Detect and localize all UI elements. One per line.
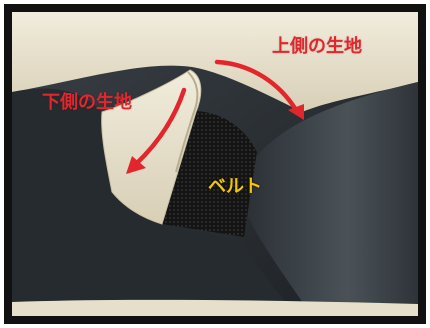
seat-photo [12,12,418,316]
arrow-upper-icon [214,59,304,120]
fabric-edge [175,71,199,173]
belt-label: ベルト [208,176,262,197]
photo-frame: 上側の生地 下側の生地 ベルト [4,4,426,324]
upper-fabric-label: 上側の生地 [272,36,362,57]
dark-seat-panel-right [242,82,418,316]
bottom-leather-strip [12,299,418,316]
dark-seat-cushion-left [12,88,302,316]
arrow-lower-icon [126,87,187,174]
lower-fabric-label: 下側の生地 [42,92,132,113]
